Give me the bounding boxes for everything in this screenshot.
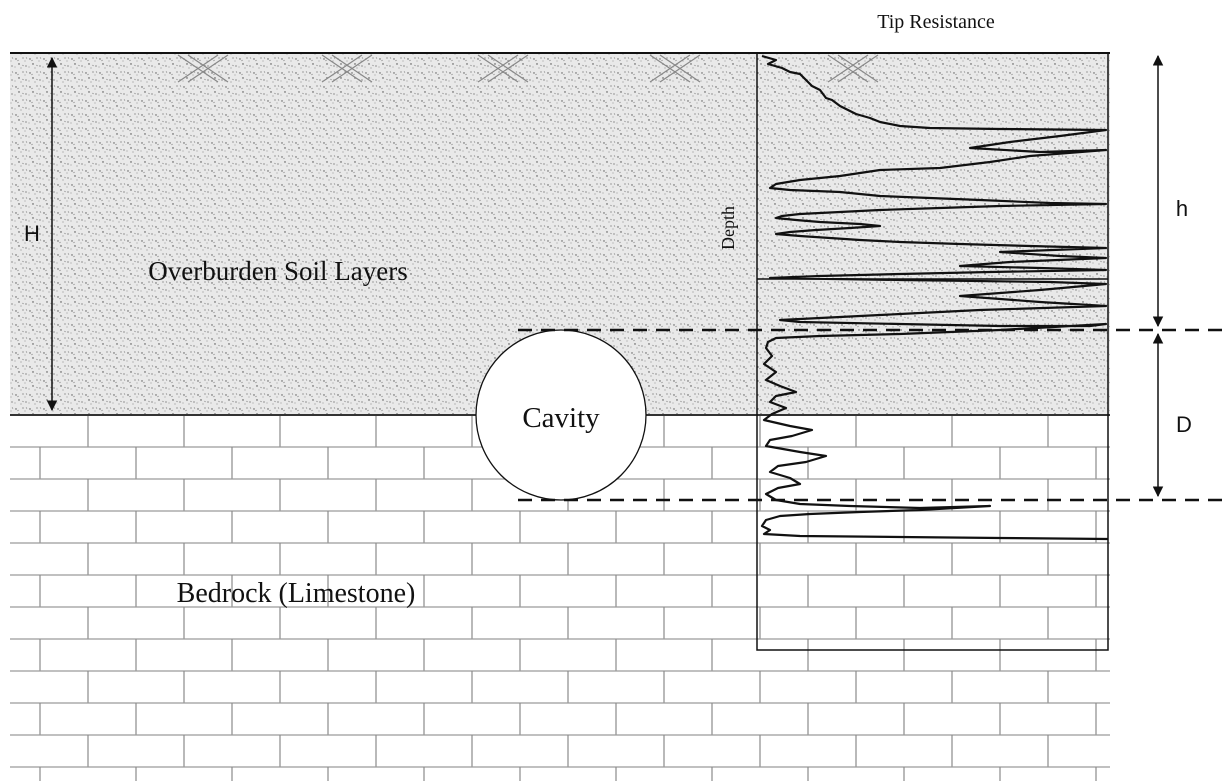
H-label: H (24, 221, 40, 246)
bedrock-label: Bedrock (Limestone) (177, 578, 416, 609)
cpt-log-frame (756, 52, 1109, 651)
h-label: h (1176, 196, 1188, 221)
depth-axis-label: Depth (718, 206, 738, 250)
tip-resistance-label: Tip Resistance (877, 11, 995, 33)
ground-surface-marks (177, 54, 879, 83)
D-label: D (1176, 412, 1192, 437)
tip-resistance-trace (760, 54, 1109, 541)
overburden-label: Overburden Soil Layers (148, 256, 407, 286)
cavity-label: Cavity (522, 402, 600, 434)
cavity-circle (475, 329, 647, 501)
